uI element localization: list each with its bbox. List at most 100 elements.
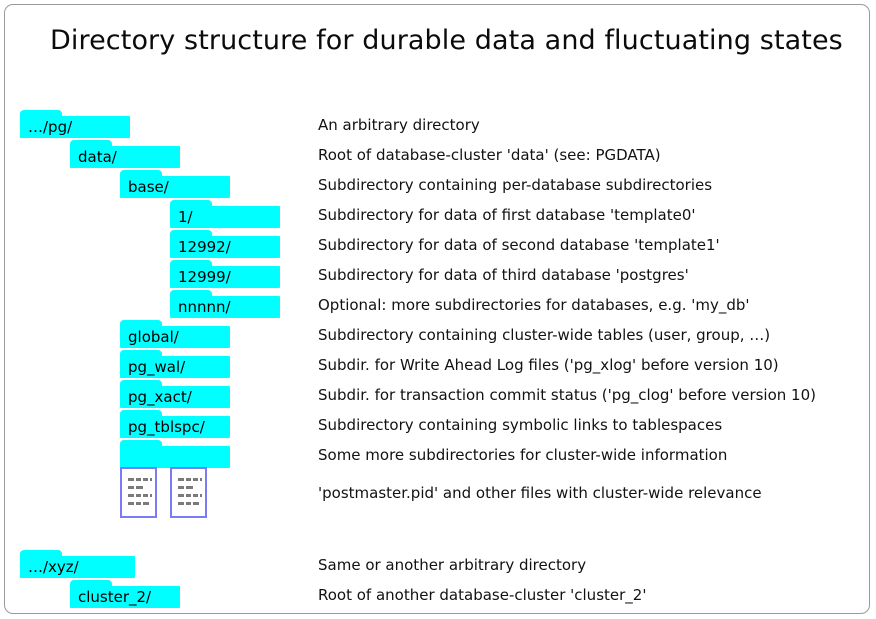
folder-tab	[20, 550, 62, 558]
directory-row: 12999/Subdirectory for data of third dat…	[0, 260, 866, 290]
folder-body	[120, 386, 230, 408]
folder-tab	[120, 170, 162, 178]
file-text-line	[143, 478, 148, 481]
file-icon[interactable]	[170, 467, 207, 518]
folder-icon[interactable]: 12992/	[170, 230, 280, 258]
file-text-line	[186, 494, 191, 497]
folder-label: pg_xact/	[128, 388, 192, 406]
folder-icon[interactable]: pg_wal/	[120, 350, 230, 378]
row-description: Subdirectory containing per-database sub…	[318, 176, 713, 194]
directory-row: Some more subdirectories for cluster-wid…	[0, 440, 866, 470]
folder-label: 1/	[178, 208, 193, 226]
directory-row: pg_xact/Subdir. for transaction commit s…	[0, 380, 866, 410]
file-text-line	[136, 502, 141, 505]
directory-row: cluster_2/Root of another database-clust…	[0, 580, 866, 610]
folder-body	[20, 116, 130, 138]
folder-label: 12999/	[178, 268, 231, 286]
file-text-line	[136, 494, 141, 497]
folder-tab	[170, 260, 212, 268]
row-description: Root of another database-cluster 'cluste…	[318, 586, 647, 604]
folder-label: 12992/	[178, 238, 231, 256]
file-text-line	[186, 502, 191, 505]
folder-body	[170, 206, 280, 228]
directory-row: …/pg/An arbitrary directory	[0, 110, 866, 140]
row-description: Subdirectory for data of third database …	[318, 266, 689, 284]
file-text-line	[128, 502, 134, 505]
folder-icon[interactable]: pg_tblspc/	[120, 410, 230, 438]
folder-tab	[70, 140, 112, 148]
file-text-line	[128, 494, 134, 497]
folder-tab	[120, 410, 162, 418]
file-text-line	[186, 486, 193, 489]
file-text-line	[150, 478, 152, 481]
directory-row: …/xyz/Same or another arbitrary director…	[0, 550, 866, 580]
row-description: An arbitrary directory	[318, 116, 480, 134]
row-description: Subdir. for Write Ahead Log files ('pg_x…	[318, 356, 779, 374]
folder-label: base/	[128, 178, 169, 196]
folder-icon[interactable]: …/pg/	[20, 110, 130, 138]
folder-body	[70, 146, 180, 168]
file-text-line	[178, 486, 184, 489]
folder-icon[interactable]: …/xyz/	[20, 550, 135, 578]
row-description: Subdirectory for data of second database…	[318, 236, 720, 254]
folder-label: nnnnn/	[178, 298, 231, 316]
file-text-line	[136, 486, 143, 489]
folder-icon[interactable]: pg_xact/	[120, 380, 230, 408]
row-description: Same or another arbitrary directory	[318, 556, 587, 574]
folder-icon[interactable]: cluster_2/	[70, 580, 180, 608]
file-text-line	[193, 502, 199, 505]
row-description: Subdirectory containing cluster-wide tab…	[318, 326, 771, 344]
folder-body	[70, 586, 180, 608]
folder-body	[120, 356, 230, 378]
folder-label: global/	[128, 328, 179, 346]
file-text-line	[186, 478, 191, 481]
folder-tab	[120, 440, 162, 448]
row-description: Root of database-cluster 'data' (see: PG…	[318, 146, 661, 164]
directory-row: 'postmaster.pid' and other files with cl…	[0, 467, 866, 521]
folder-label: pg_tblspc/	[128, 418, 205, 436]
folder-icon[interactable]: nnnnn/	[170, 290, 280, 318]
directory-row: pg_wal/Subdir. for Write Ahead Log files…	[0, 350, 866, 380]
file-text-line	[150, 494, 152, 497]
directory-row: global/Subdirectory containing cluster-w…	[0, 320, 866, 350]
folder-icon[interactable]: base/	[120, 170, 230, 198]
file-text-line	[200, 478, 202, 481]
file-text-line	[143, 502, 149, 505]
folder-tab	[120, 380, 162, 388]
page-title: Directory structure for durable data and…	[50, 25, 843, 56]
file-text-line	[178, 502, 184, 505]
file-text-line	[200, 494, 202, 497]
folder-body	[170, 266, 280, 288]
directory-row: 12992/Subdirectory for data of second da…	[0, 230, 866, 260]
file-text-line	[128, 486, 134, 489]
folder-body	[120, 176, 230, 198]
folder-icon[interactable]: data/	[70, 140, 180, 168]
folder-tab	[120, 350, 162, 358]
folder-body	[120, 326, 230, 348]
folder-tab	[70, 580, 112, 588]
folder-icon[interactable]	[120, 440, 230, 468]
folder-icon[interactable]: 1/	[170, 200, 280, 228]
file-text-line	[136, 478, 141, 481]
file-text-line	[143, 494, 148, 497]
folder-body	[120, 416, 230, 438]
folder-label: cluster_2/	[78, 588, 152, 606]
row-description: Optional: more subdirectories for databa…	[318, 296, 750, 314]
row-description: Some more subdirectories for cluster-wid…	[318, 446, 728, 464]
folder-label: pg_wal/	[128, 358, 186, 376]
directory-row: data/Root of database-cluster 'data' (se…	[0, 140, 866, 170]
row-description: Subdirectory containing symbolic links t…	[318, 416, 723, 434]
folder-tab	[170, 200, 212, 208]
folder-icon[interactable]: 12999/	[170, 260, 280, 288]
directory-row: nnnnn/Optional: more subdirectories for …	[0, 290, 866, 320]
folder-tab	[20, 110, 62, 118]
row-description: Subdir. for transaction commit status ('…	[318, 386, 816, 404]
folder-label: data/	[78, 148, 117, 166]
file-text-line	[178, 494, 184, 497]
folder-icon[interactable]: global/	[120, 320, 230, 348]
folder-body	[120, 446, 230, 468]
directory-row: pg_tblspc/Subdirectory containing symbol…	[0, 410, 866, 440]
file-icon[interactable]	[120, 467, 157, 518]
directory-row: base/Subdirectory containing per-databas…	[0, 170, 866, 200]
